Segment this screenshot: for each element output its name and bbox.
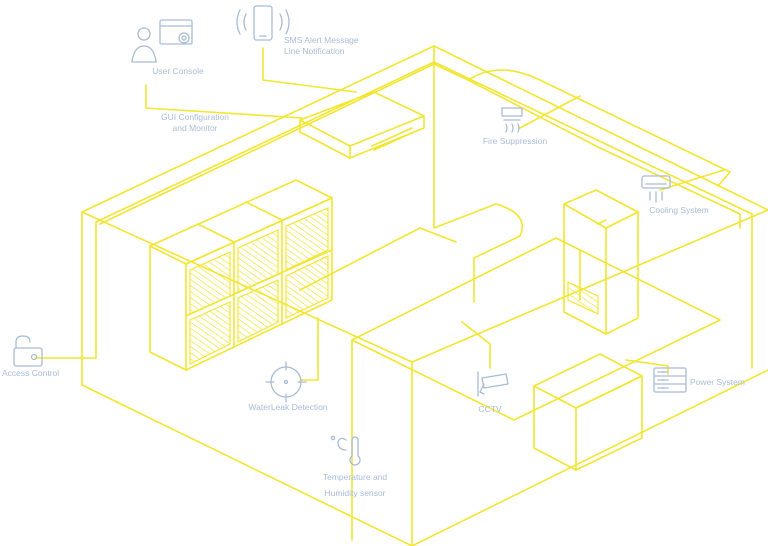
user-console-icon <box>131 19 193 63</box>
rack-panel <box>237 279 279 343</box>
racks-top-div2 <box>245 201 283 221</box>
label-waterleak-detection: WaterLeak Detection <box>248 402 327 413</box>
label-sms-line: SMS Alert Message Line Notification <box>284 35 359 57</box>
label-power-system: Power System <box>690 377 745 388</box>
room-front-left-top <box>81 209 768 363</box>
label-sms-line-1: SMS Alert Message <box>284 35 359 45</box>
label-access-control-text: Access Control <box>2 368 60 378</box>
controller-front <box>349 115 425 159</box>
power-box-right <box>575 375 643 471</box>
label-temp-line-2: Humidity sensor <box>324 488 386 498</box>
racks-front-face <box>185 197 333 371</box>
cable-tray-left <box>299 227 457 291</box>
label-power-system-text: Power System <box>690 377 745 387</box>
connector-sms <box>262 47 357 93</box>
label-temperature-humidity: Temperature and Humidity sensor <box>323 469 387 501</box>
room-bottom-right <box>411 369 768 546</box>
label-cctv: CCTV <box>478 404 501 415</box>
thermometer-icon <box>330 435 361 466</box>
connector-waterleak <box>299 317 319 381</box>
padlock-icon <box>13 335 43 367</box>
rack-panel <box>285 255 329 319</box>
controller-ports <box>371 127 415 151</box>
mobile-phone-icon <box>236 5 290 41</box>
connector-cooling <box>659 169 725 191</box>
cooling-unit-right <box>605 211 639 335</box>
server-rack-icon <box>653 367 687 393</box>
cable-tray-right <box>599 147 741 229</box>
power-box-top <box>533 353 643 409</box>
label-gui-line-1: GUI Configuration <box>160 112 230 122</box>
cooling-unit-grille <box>567 281 599 315</box>
label-access-control: Access Control <box>2 368 59 379</box>
power-box-left <box>533 385 577 471</box>
air-conditioner-icon <box>641 175 671 203</box>
fire-suppression-icon <box>501 107 523 133</box>
connector-power <box>625 359 669 375</box>
room-bottom-left <box>81 384 413 546</box>
rack-panel <box>189 301 231 365</box>
label-cooling-system-text: Cooling System <box>649 205 709 215</box>
racks-left-face <box>149 245 187 371</box>
cctv-camera-icon <box>477 371 509 397</box>
platform-outline <box>351 237 721 421</box>
cooling-unit-left <box>563 203 607 335</box>
label-gui-config: GUI Configuration and Monitor <box>161 112 229 134</box>
label-sms-line-2: Line Notification <box>284 46 345 56</box>
floor-inner-right <box>433 61 753 369</box>
rack-panel <box>189 251 231 315</box>
label-user-console: User Console <box>152 66 204 77</box>
cable-tray-center <box>433 203 524 303</box>
label-cooling-system: Cooling System <box>649 205 709 216</box>
label-fire-suppression: Fire Suppression <box>483 136 547 147</box>
label-temp-line-1: Temperature and <box>322 472 388 482</box>
connector-user-console <box>145 84 303 119</box>
label-user-console-text: User Console <box>152 66 204 76</box>
room-structure <box>34 45 768 546</box>
label-waterleak-text: WaterLeak Detection <box>248 402 328 412</box>
label-gui-line-2: and Monitor <box>172 123 218 133</box>
connector-cctv <box>461 321 491 369</box>
floor-inner-left <box>95 61 435 359</box>
label-cctv-text: CCTV <box>478 404 502 414</box>
cable-tray-back <box>99 63 601 225</box>
rack-panel <box>285 207 329 271</box>
connector-fire <box>519 95 581 129</box>
rack-panel <box>237 229 279 293</box>
racks-top-div1 <box>197 223 235 243</box>
label-fire-suppression-text: Fire Suppression <box>482 136 548 146</box>
controller-side <box>299 119 351 159</box>
rack-hatched-panels <box>189 207 599 365</box>
crosshair-sensor-icon <box>265 361 307 403</box>
cable-tray-mid <box>467 69 731 187</box>
